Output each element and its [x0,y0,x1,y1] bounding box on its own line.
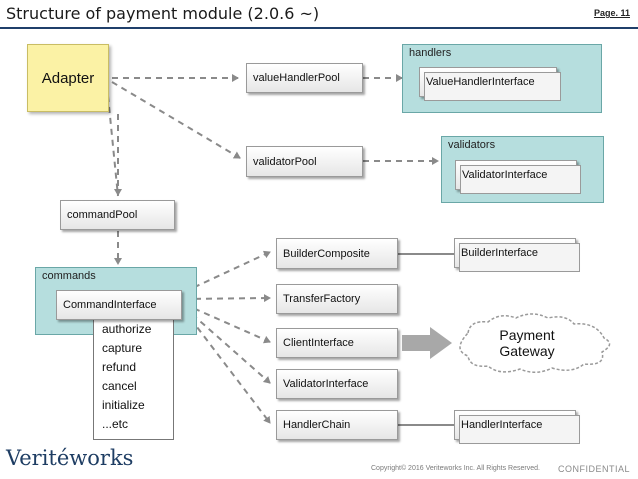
method-item: ...etc [102,417,129,431]
edge-cmd-transferfactory [178,294,271,303]
page-title: Structure of payment module (2.0.6 ~) [6,4,320,23]
big-arrow-to-gateway [402,327,452,359]
validators-group-label: validators [448,139,496,151]
handler-interface-node: HandlerInterface [454,410,580,444]
title-rule [0,27,638,29]
edge-cmd-handlerchain [180,305,271,424]
edge-cmd-buildercomposite [178,250,271,296]
handlers-group-label: handlers [409,47,452,59]
command-methods-list: authorize capture refund cancel initiali… [93,316,174,440]
client-interface-node: ClientInterface [276,328,398,358]
validator-pool-node: validatorPool [246,146,363,177]
method-item: refund [102,360,137,374]
command-interface-node: CommandInterface [56,290,182,320]
builder-composite-node: BuilderComposite [276,238,398,269]
payment-gateway-label: Payment Gateway [472,327,582,359]
validator-interface-group-node: ValidatorInterface [455,160,581,194]
method-item: authorize [102,322,152,336]
method-item: capture [102,341,143,355]
handler-chain-node: HandlerChain [276,410,398,440]
edge-adapter-commandpool-diag [107,95,119,197]
veriteworks-logo: Veritéworks [6,446,134,470]
gateway-cloud-shape [459,313,611,373]
value-handler-interface-node: ValueHandlerInterface [419,67,561,101]
copyright-text: Copyright© 2016 Veriteworks Inc. All Rig… [371,465,540,472]
builder-interface-node: BuilderInterface [454,238,580,272]
edge-adapter-validatorpool [111,81,241,159]
validator-interface-node: ValidatorInterface [276,369,398,399]
method-item: cancel [102,379,137,393]
command-pool-node: commandPool [60,200,175,230]
adapter-box: Adapter [27,44,109,112]
method-item: initialize [102,398,145,412]
commands-group-label: commands [42,270,96,282]
gateway-line-2: Gateway [499,343,555,359]
confidential-label: CONFIDENTIAL [557,464,630,474]
transfer-factory-node: TransferFactory [276,284,398,314]
value-handler-pool-node: valueHandlerPool [246,63,363,93]
gateway-line-1: Payment [499,327,555,343]
page-number: Page. 11 [593,8,630,18]
